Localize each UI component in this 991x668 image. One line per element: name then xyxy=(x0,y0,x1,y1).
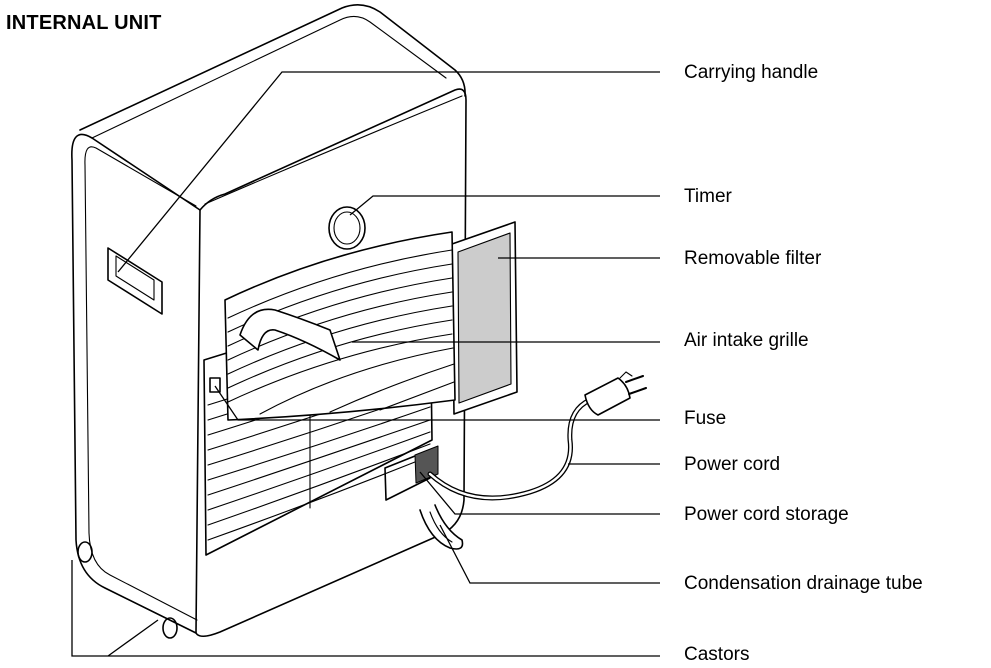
unit-top xyxy=(79,4,466,131)
leader-carrying-handle xyxy=(117,71,660,273)
label-carrying-handle: Carrying handle xyxy=(684,62,819,83)
grille-tab xyxy=(239,308,341,361)
leader-timer xyxy=(349,195,660,216)
unit-front-panel xyxy=(195,88,467,638)
unit-side-panel xyxy=(71,133,201,634)
fuse xyxy=(209,377,221,393)
label-fuse: Fuse xyxy=(684,408,727,429)
unit-top-inner xyxy=(91,15,447,139)
label-condensation-drainage-tube: Condensation drainage tube xyxy=(684,573,923,594)
leader-power-cord-storage xyxy=(419,471,660,515)
label-castors: Castors xyxy=(684,644,750,665)
removable-filter xyxy=(457,232,512,404)
power-plug xyxy=(584,377,631,416)
carrying-handle-shape xyxy=(107,247,163,315)
unit-front-top-curve xyxy=(204,95,463,205)
leader-castors xyxy=(71,560,660,657)
label-air-intake-grille: Air intake grille xyxy=(684,330,809,351)
label-timer: Timer xyxy=(684,186,732,207)
timer-knob xyxy=(328,206,366,250)
label-power-cord: Power cord xyxy=(684,454,781,475)
leader-condensation-drainage-tube xyxy=(439,524,660,584)
leader-lines xyxy=(71,71,660,657)
leader-fuse xyxy=(214,385,660,421)
castor-left xyxy=(77,541,93,563)
castor-right xyxy=(162,617,178,639)
diagram-title: INTERNAL UNIT xyxy=(6,12,162,34)
air-intake-grille-panel xyxy=(224,231,456,421)
label-removable-filter: Removable filter xyxy=(684,248,822,269)
label-power-cord-storage: Power cord storage xyxy=(684,504,849,525)
unit-side-panel-inner xyxy=(84,146,198,621)
